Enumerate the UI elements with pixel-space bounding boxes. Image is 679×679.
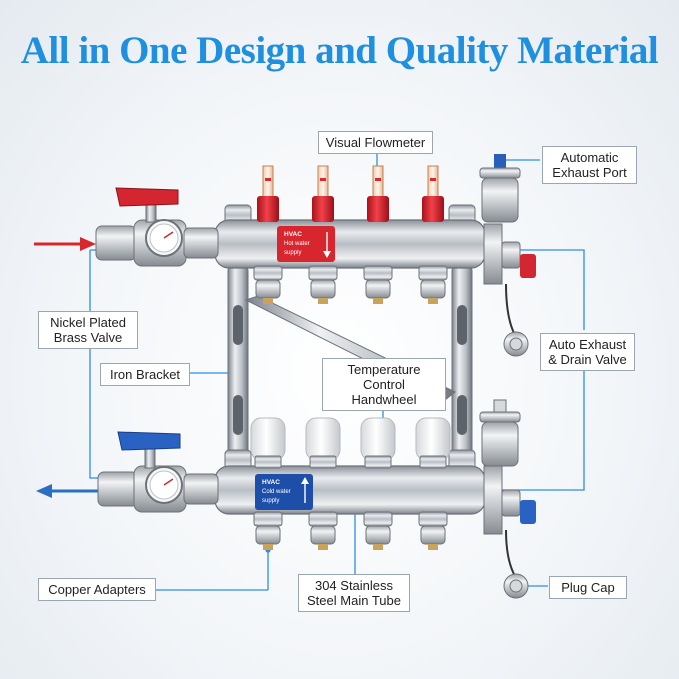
supply-tag: HVAC Hot water supply: [277, 226, 335, 262]
return-exhaust-drain-valve: [479, 399, 536, 577]
page-title: All in One Design and Quality Material: [20, 29, 659, 72]
supply-ball-valve: [95, 187, 219, 267]
return-ball-valve: [97, 431, 219, 513]
supply-tag-line1: HVAC: [284, 231, 302, 238]
callout-plug-cap: Plug Cap: [549, 576, 627, 599]
supply-tag-line3: supply: [284, 250, 301, 256]
callout-nickel-plated-brass-valve: Nickel Plated Brass Valve: [38, 311, 138, 349]
callout-automatic-exhaust-port: Automatic Exhaust Port: [542, 146, 637, 184]
return-tag-line1: HVAC: [262, 479, 280, 486]
callout-temperature-control-handwheel: Temperature Control Handwheel: [322, 358, 446, 411]
automatic-exhaust-port: [479, 154, 521, 285]
return-tag-line3: supply: [262, 498, 279, 504]
supply-tag-line2: Hot water: [284, 241, 310, 247]
return-outlet-adapters: [253, 511, 448, 550]
return-tag-line2: Cold water: [262, 489, 291, 495]
inflow-arrow-icon: [34, 237, 96, 251]
plug-cap: [503, 573, 529, 599]
supply-main-tube: [214, 219, 486, 269]
callout-auto-exhaust-drain-valve: Auto Exhaust & Drain Valve: [540, 333, 635, 371]
flowmeter-row: [257, 165, 444, 222]
supply-drain-valve: [501, 241, 536, 357]
temperature-handwheel-row: [250, 417, 451, 469]
return-tag: HVAC Cold water supply: [255, 474, 313, 510]
callout-stainless-steel-main-tube: 304 Stainless Steel Main Tube: [298, 574, 410, 612]
callout-visual-flowmeter: Visual Flowmeter: [318, 131, 433, 154]
callout-iron-bracket: Iron Bracket: [100, 363, 190, 386]
outflow-arrow-icon: [36, 484, 98, 498]
supply-outlet-adapters: [253, 265, 448, 304]
callout-copper-adapters: Copper Adapters: [38, 578, 156, 601]
